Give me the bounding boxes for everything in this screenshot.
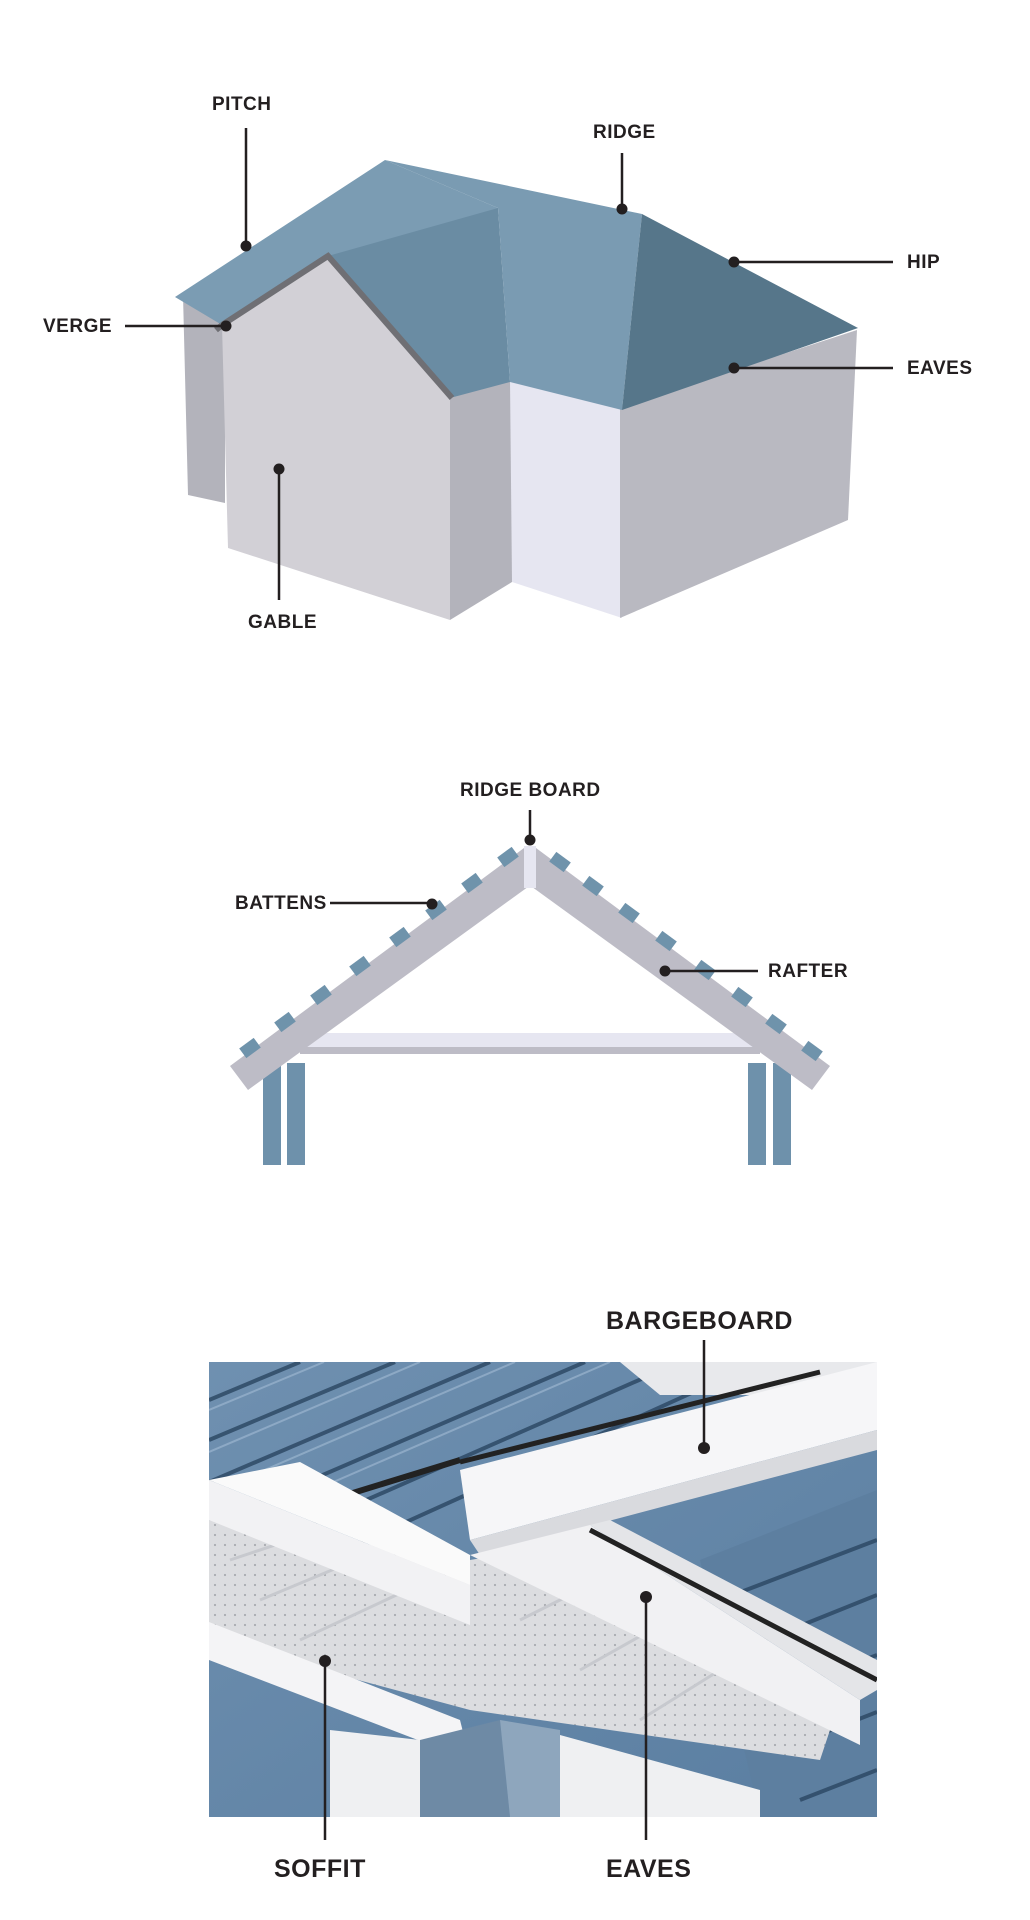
right-post-outer [773,1063,791,1165]
batten [310,984,332,1006]
house-recessed-wall [510,380,622,618]
roof-truss-illustration [230,846,830,1165]
left-post-inner [287,1063,305,1165]
batten [801,1040,823,1062]
bargeboard-marker [698,1442,710,1454]
house-eaves-callout: EAVES [728,358,973,379]
roof-gable-face [328,208,510,398]
right-rafter [528,848,830,1090]
roof-hip-face [622,214,858,410]
gable-callout: GABLE [248,463,317,633]
photo-eaves-marker [640,1591,652,1603]
house-illustration [175,160,858,620]
gable-marker [273,463,285,475]
hip-label: HIP [907,252,940,273]
soffit-marker [319,1655,331,1667]
ridge-callout: RIDGE [593,122,656,215]
pitch-marker [240,240,252,252]
batten [765,1013,787,1035]
right-post-inner [748,1063,766,1165]
house-middle-wall [450,380,512,620]
ceiling-joist [300,1033,760,1047]
verge-label: VERGE [43,316,112,337]
verge-callout: VERGE [43,316,232,337]
batten [618,902,640,924]
hip-callout: HIP [728,252,940,273]
ridge-label: RIDGE [593,122,656,143]
roof-centre-face [385,160,642,410]
verge-marker [220,320,232,332]
battens-label: BATTENS [235,893,327,914]
pitch-label: PITCH [212,94,272,115]
battens-marker [426,898,438,910]
left-rafter [230,848,532,1090]
batten [731,986,753,1008]
photo-eaves-callout: EAVES [606,1591,691,1883]
batten [655,930,677,952]
soffit-label: SOFFIT [274,1855,366,1883]
batten [549,851,571,873]
soffit-callout: SOFFIT [274,1655,366,1883]
batten [274,1011,296,1033]
batten [239,1037,261,1059]
ridge-marker [616,203,628,215]
bargeboard-label: BARGEBOARD [606,1307,793,1335]
ridge-board-marker [524,834,536,846]
hip-marker [728,256,740,268]
batten [349,955,371,977]
house-eaves-label: EAVES [907,358,973,379]
house-left-wall [183,295,225,503]
verge-edge [220,252,455,400]
ridge-board [524,846,536,888]
roof-photo [209,1362,877,1817]
batten [582,875,604,897]
photo-eaves-label: EAVES [606,1855,691,1883]
ridge-board-label: RIDGE BOARD [460,780,601,801]
bargeboard-callout: BARGEBOARD [606,1307,793,1454]
batten [497,846,519,868]
rafter-callout: RAFTER [659,961,848,982]
battens [239,846,823,1062]
gable-label: GABLE [248,612,317,633]
left-post-outer [263,1063,281,1165]
pitch-callout: PITCH [212,94,272,252]
rafter-marker [659,965,671,977]
rafter-label: RAFTER [768,961,848,982]
house-eaves-marker [728,362,740,374]
ridge-board-callout: RIDGE BOARD [460,780,601,846]
battens-callout: BATTENS [235,893,438,914]
house-right-wall [620,330,857,618]
batten [389,926,411,948]
batten [425,899,447,921]
batten [461,872,483,894]
